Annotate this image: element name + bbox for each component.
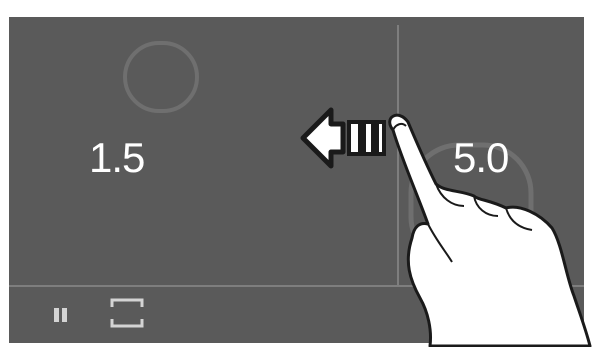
bottom-divider bbox=[9, 285, 584, 287]
pause-icon[interactable] bbox=[53, 307, 69, 323]
cooking-zone-right[interactable]: 5.0 bbox=[399, 17, 584, 285]
fullscreen-icon[interactable] bbox=[109, 296, 145, 330]
control-panel-display: 1.5 5.0 bbox=[9, 17, 584, 343]
power-level-left: 1.5 bbox=[89, 134, 145, 181]
power-level-right: 5.0 bbox=[453, 134, 509, 181]
cooking-zone-left[interactable]: 1.5 bbox=[9, 17, 397, 285]
bottom-bar bbox=[9, 287, 584, 343]
cooking-zone-ring-icon bbox=[123, 41, 199, 113]
